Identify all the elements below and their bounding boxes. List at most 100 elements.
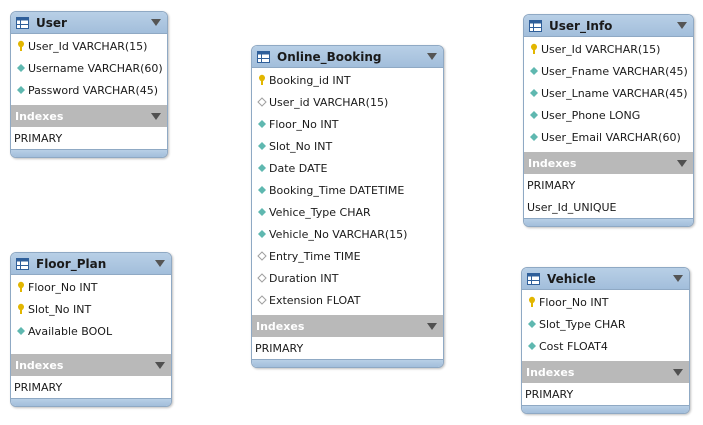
column-row[interactable]: Vehicle_No VARCHAR(15) <box>252 223 443 245</box>
index-row[interactable]: PRIMARY <box>525 387 574 401</box>
attribute-icon <box>530 133 538 141</box>
column-row[interactable]: User_Lname VARCHAR(45) <box>524 82 693 104</box>
collapse-caret-icon[interactable] <box>673 275 683 282</box>
column-list: User_Id VARCHAR(15) Username VARCHAR(60)… <box>11 34 167 105</box>
column-row[interactable]: Available BOOL <box>11 320 171 342</box>
indexes-header[interactable]: Indexes <box>524 152 693 174</box>
column-list: Booking_id INT User_id VARCHAR(15) Floor… <box>252 68 443 315</box>
attribute-icon <box>258 186 266 194</box>
attribute-icon <box>17 86 25 94</box>
table-header[interactable]: User <box>11 12 167 34</box>
indexes-header[interactable]: Indexes <box>11 354 171 376</box>
column-list: Floor_No INT Slot_Type CHAR Cost FLOAT4 <box>522 290 689 361</box>
column-name: Entry_Time TIME <box>269 249 361 263</box>
table-icon <box>527 272 540 285</box>
collapse-caret-icon[interactable] <box>677 159 687 167</box>
column-row[interactable]: User_Id VARCHAR(15) <box>524 38 693 60</box>
column-name: Cost FLOAT4 <box>539 339 608 353</box>
column-row[interactable]: User_Id VARCHAR(15) <box>11 35 167 57</box>
table-vehicle[interactable]: Vehicle Floor_No INT Slot_Type CHAR Cost… <box>521 267 690 414</box>
column-name: User_Lname VARCHAR(45) <box>541 86 688 100</box>
table-icon <box>16 257 29 270</box>
table-online-booking[interactable]: Online_Booking Booking_id INT User_id VA… <box>251 45 444 368</box>
table-header[interactable]: Online_Booking <box>252 46 443 68</box>
column-row[interactable]: Slot_No INT <box>252 135 443 157</box>
collapse-caret-icon[interactable] <box>673 368 683 376</box>
column-row[interactable]: Floor_No INT <box>252 113 443 135</box>
indexes-header[interactable]: Indexes <box>11 105 167 127</box>
collapse-caret-icon[interactable] <box>677 22 687 29</box>
index-row[interactable]: PRIMARY <box>527 178 576 192</box>
column-row[interactable]: Vehice_Type CHAR <box>252 201 443 223</box>
column-row[interactable]: User_Fname VARCHAR(45) <box>524 60 693 82</box>
index-list: PRIMARY <box>522 383 689 405</box>
column-row[interactable]: Extension FLOAT <box>252 289 443 311</box>
table-user-info[interactable]: User_Info User_Id VARCHAR(15) User_Fname… <box>523 14 694 227</box>
column-row[interactable]: User_Phone LONG <box>524 104 693 126</box>
column-row[interactable]: Username VARCHAR(60) <box>11 57 167 79</box>
column-name: User_Email VARCHAR(60) <box>541 130 681 144</box>
index-row[interactable]: PRIMARY <box>255 341 304 355</box>
column-row[interactable]: Floor_No INT <box>522 291 689 313</box>
column-row[interactable]: Duration INT <box>252 267 443 289</box>
column-row[interactable]: Entry_Time TIME <box>252 245 443 267</box>
column-row[interactable]: User_id VARCHAR(15) <box>252 91 443 113</box>
table-header[interactable]: Vehicle <box>522 268 689 290</box>
attribute-icon <box>528 320 536 328</box>
column-row[interactable]: Cost FLOAT4 <box>522 335 689 357</box>
index-row[interactable]: User_Id_UNIQUE <box>527 200 617 214</box>
column-row[interactable]: Slot_No INT <box>11 298 171 320</box>
primary-key-icon <box>531 43 537 54</box>
nullable-attribute-icon <box>257 251 267 261</box>
column-name: Booking_Time DATETIME <box>269 183 405 197</box>
column-row[interactable]: Booking_Time DATETIME <box>252 179 443 201</box>
column-row[interactable]: Slot_Type CHAR <box>522 313 689 335</box>
column-name: Slot_Type CHAR <box>539 317 626 331</box>
table-header[interactable]: Floor_Plan <box>11 253 171 275</box>
table-footer <box>252 359 443 367</box>
table-name: Vehicle <box>547 271 596 286</box>
column-row[interactable]: Booking_id INT <box>252 69 443 91</box>
primary-key-icon <box>259 74 265 85</box>
index-list: PRIMARY <box>11 127 167 149</box>
column-row[interactable]: Password VARCHAR(45) <box>11 79 167 101</box>
indexes-header[interactable]: Indexes <box>522 361 689 383</box>
collapse-caret-icon[interactable] <box>155 260 165 267</box>
index-row[interactable]: PRIMARY <box>14 131 63 145</box>
collapse-caret-icon[interactable] <box>427 53 437 60</box>
primary-key-icon <box>18 40 24 51</box>
table-icon <box>16 16 29 29</box>
attribute-icon <box>17 327 25 335</box>
column-name: Floor_No INT <box>539 295 609 309</box>
nullable-attribute-icon <box>257 273 267 283</box>
column-row[interactable]: Date DATE <box>252 157 443 179</box>
column-name: Extension FLOAT <box>269 293 361 307</box>
collapse-caret-icon[interactable] <box>427 322 437 330</box>
collapse-caret-icon[interactable] <box>155 361 165 369</box>
indexes-title: Indexes <box>15 358 64 372</box>
column-row[interactable]: Floor_No INT <box>11 276 171 298</box>
table-header[interactable]: User_Info <box>524 15 693 37</box>
table-icon <box>529 19 542 32</box>
attribute-icon <box>530 89 538 97</box>
column-name: User_id VARCHAR(15) <box>269 95 389 109</box>
table-user[interactable]: User User_Id VARCHAR(15) Username VARCHA… <box>10 11 168 158</box>
collapse-caret-icon[interactable] <box>151 19 161 26</box>
column-name: Available BOOL <box>28 324 113 338</box>
indexes-title: Indexes <box>526 365 575 379</box>
index-row[interactable]: PRIMARY <box>14 380 63 394</box>
attribute-icon <box>17 64 25 72</box>
indexes-title: Indexes <box>15 109 64 123</box>
column-name: Booking_id INT <box>269 73 351 87</box>
nullable-attribute-icon <box>257 97 267 107</box>
column-row[interactable]: User_Email VARCHAR(60) <box>524 126 693 148</box>
collapse-caret-icon[interactable] <box>151 112 161 120</box>
table-name: Floor_Plan <box>36 256 107 271</box>
table-floor-plan[interactable]: Floor_Plan Floor_No INT Slot_No INT Avai… <box>10 252 172 407</box>
attribute-icon <box>258 230 266 238</box>
indexes-header[interactable]: Indexes <box>252 315 443 337</box>
table-footer <box>11 398 171 406</box>
attribute-icon <box>258 208 266 216</box>
column-name: Vehice_Type CHAR <box>269 205 371 219</box>
column-name: User_Phone LONG <box>541 108 641 122</box>
